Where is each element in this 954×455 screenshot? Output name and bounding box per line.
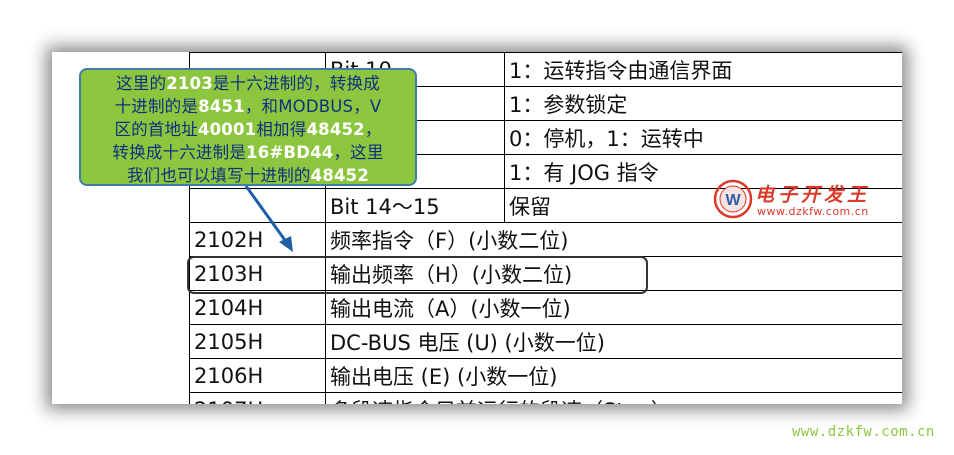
annotation-callout: 这里的2103是十六进制的，转换成 十进制的是8451，和MODBUS，V 区的… (79, 68, 417, 186)
address-cell: 2104H (189, 290, 326, 325)
highlight-box-2103h (187, 256, 648, 294)
watermark-title: 电子开发王 (755, 184, 871, 206)
watermark-logo-icon: W (713, 179, 753, 219)
footer-url: www.dzkfw.com.cn (792, 424, 935, 440)
bit-description-cell: 保留 (504, 188, 902, 223)
address-cell (189, 188, 326, 223)
bit-description-cell: 1：运转指令由通信界面 (504, 52, 902, 87)
callout-line-1: 这里的2103是十六进制的，转换成 (116, 74, 380, 93)
description-cell: 多段速指令目前运行的段速（Step） (325, 392, 902, 404)
bit-description-cell: 1：参数锁定 (504, 86, 902, 121)
document-sheet: Bit 101：运转指令由通信界面Bit 111：参数锁定Bit 120：停机，… (52, 52, 902, 404)
bit-cell: Bit 14～15 (325, 188, 505, 223)
bit-description-cell: 0：停机，1：运转中 (504, 120, 902, 155)
callout-line-4: 转换成十六进制是16#BD44，这里 (112, 143, 384, 162)
address-cell: 2105H (189, 324, 326, 359)
table-row: 2107H多段速指令目前运行的段速（Step） (189, 392, 902, 404)
description-cell: 频率指令（F）(小数二位) (325, 222, 902, 257)
description-cell: 输出频率（H）(小数二位) (325, 256, 902, 291)
svg-text:W: W (725, 192, 741, 209)
watermark-url: www.dzkfw.com.cn (757, 205, 869, 218)
address-cell: 2102H (189, 222, 326, 257)
register-table-body: Bit 101：运转指令由通信界面Bit 111：参数锁定Bit 120：停机，… (189, 52, 902, 404)
callout-line-5: 我们也可以填写十进制的48452 (126, 166, 370, 185)
callout-line-2: 十进制的是8451，和MODBUS，V (114, 97, 382, 116)
callout-line-3: 区的首地址40001相加得48452， (114, 120, 382, 139)
register-table: Bit 101：运转指令由通信界面Bit 111：参数锁定Bit 120：停机，… (189, 52, 902, 404)
